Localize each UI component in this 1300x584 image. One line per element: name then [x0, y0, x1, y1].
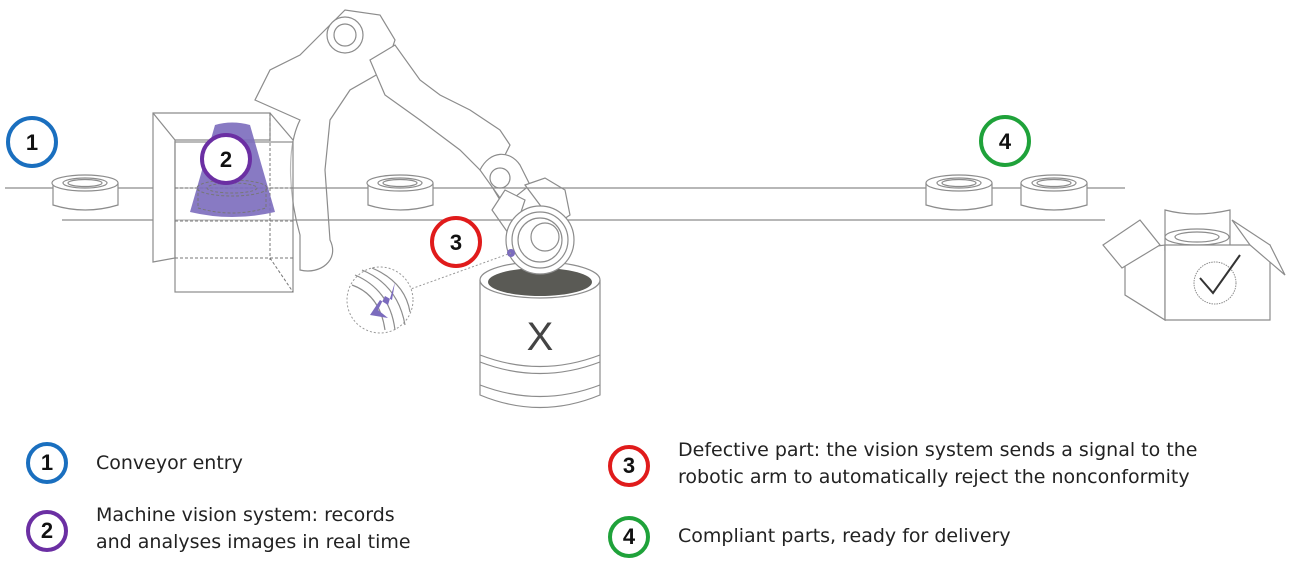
defective-part-icon — [505, 205, 575, 275]
legend-text: Conveyor entry — [96, 442, 243, 477]
legend-badge-1: 1 — [26, 442, 68, 484]
legend-item-machine-vision: 2 Machine vision system: records and ana… — [26, 504, 411, 556]
legend-line: Machine vision system: records — [96, 504, 395, 526]
legend-badge-2: 2 — [26, 510, 68, 552]
delivery-box-icon — [1102, 209, 1286, 322]
checkmark-icon — [1199, 254, 1241, 295]
part-icon — [366, 174, 434, 211]
legend-badge-3: 3 — [608, 445, 650, 487]
part-icon — [925, 174, 993, 211]
part-icon — [1020, 174, 1088, 211]
legend-line: Defective part: the vision system sends … — [678, 439, 1198, 461]
badge-step-3: 3 — [430, 216, 482, 268]
part-icon — [51, 174, 119, 211]
svg-text:1: 1 — [26, 130, 38, 155]
svg-text:2: 2 — [220, 147, 232, 172]
legend-badge-4: 4 — [608, 516, 650, 558]
reject-bin-label: X — [527, 315, 554, 359]
legend-item-defective-part: 3 Defective part: the vision system send… — [608, 439, 1197, 491]
legend-item-compliant-parts: 4 Compliant parts, ready for delivery — [608, 516, 1011, 558]
legend-line: Conveyor entry — [96, 452, 243, 474]
legend-item-conveyor-entry: 1 Conveyor entry — [26, 442, 243, 484]
reject-bin-icon: X — [479, 261, 601, 409]
defect-magnifier-icon — [346, 252, 512, 334]
badge-step-2: 2 — [200, 133, 252, 185]
legend-line: Compliant parts, ready for delivery — [678, 525, 1011, 547]
legend-line: robotic arm to automatically reject the … — [678, 466, 1190, 488]
legend-text: Machine vision system: records and analy… — [96, 502, 411, 556]
svg-text:3: 3 — [450, 230, 462, 255]
svg-text:4: 4 — [999, 129, 1012, 154]
legend-text: Defective part: the vision system sends … — [678, 437, 1197, 491]
legend-line: and analyses images in real time — [96, 531, 411, 553]
badge-step-4: 4 — [979, 115, 1031, 167]
inspection-process-diagram: X 1 2 3 — [5, 9, 1286, 409]
legend-text: Compliant parts, ready for delivery — [678, 516, 1011, 550]
badge-step-1: 1 — [6, 116, 58, 168]
